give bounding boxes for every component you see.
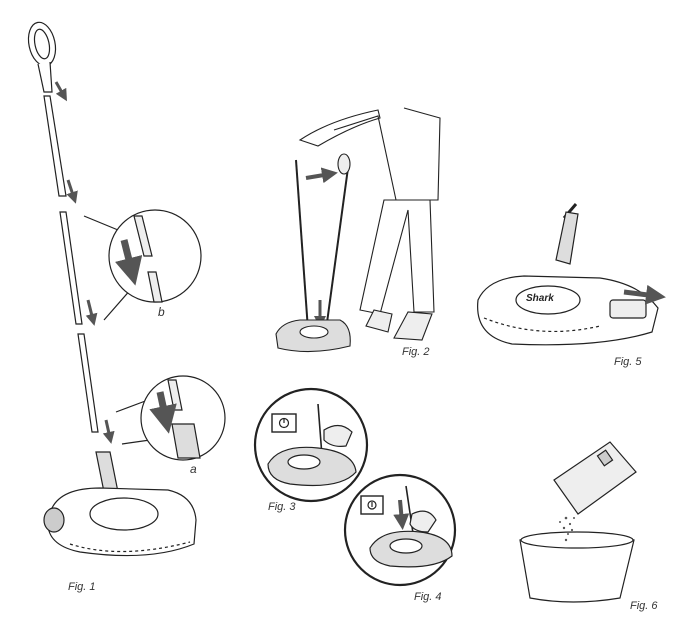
fig1-caption: Fig. 1 — [68, 581, 96, 593]
fig1-handle-assembly — [27, 21, 226, 557]
fig4-press-button — [343, 473, 457, 587]
sweeper-base-fig1 — [43, 451, 197, 557]
download-arrow-icon — [367, 500, 377, 510]
pole-segment-3 — [77, 333, 99, 433]
pole-segment-2 — [59, 211, 83, 325]
fig3-power-on — [253, 387, 369, 503]
shark-logo: Shark — [526, 293, 554, 304]
fig4-caption: Fig. 4 — [414, 591, 442, 603]
fig3-caption: Fig. 3 — [268, 501, 296, 513]
fig5-remove-dust-cup: Shark — [477, 203, 666, 346]
callout-a-label: a — [190, 462, 197, 476]
fig6-empty-dust-cup — [519, 441, 637, 603]
callout-b-label: b — [158, 305, 165, 319]
fig5-caption: Fig. 5 — [614, 356, 642, 368]
fig6-caption: Fig. 6 — [630, 600, 658, 612]
fig2-caption: Fig. 2 — [402, 346, 430, 358]
fig2-person-using-sweeper — [275, 107, 441, 353]
pole-segment-1 — [43, 95, 67, 197]
